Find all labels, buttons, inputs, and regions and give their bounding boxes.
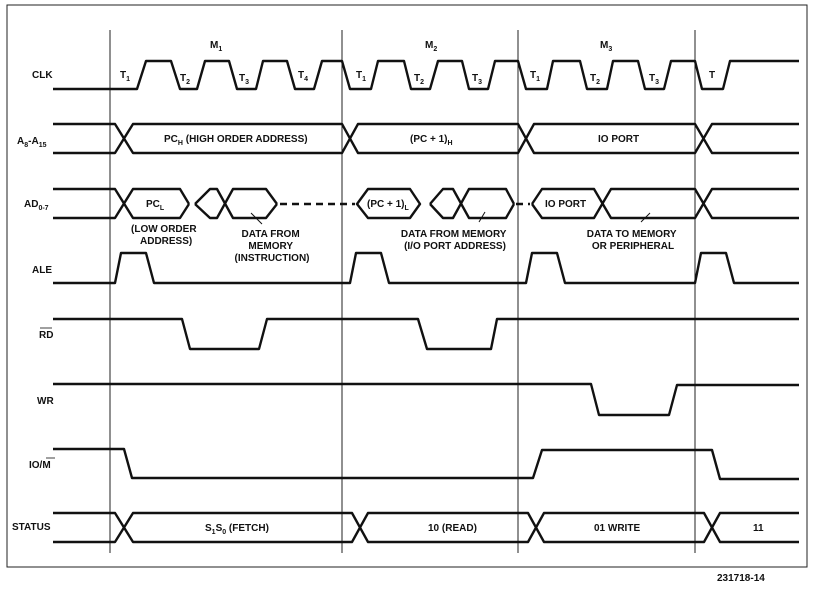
status-value-read: 10 (READ) — [428, 523, 477, 534]
annotation-pointer — [478, 211, 486, 223]
signal-label-status: STATUS — [12, 522, 51, 533]
ad-seg — [53, 187, 191, 220]
status-bus-bottom — [53, 511, 799, 544]
ale-waveform — [53, 251, 799, 285]
ad-seg — [53, 187, 191, 220]
ad-seg — [194, 187, 278, 220]
t-state-label: T1 — [530, 70, 540, 83]
machine-cycle-label-m3: M3 — [600, 40, 612, 53]
status-value-fetch: S1S0 (FETCH) — [205, 523, 269, 536]
t-state-label: T3 — [472, 73, 482, 86]
addr-high-bus-bottom — [53, 122, 799, 155]
t-state-label: T1 — [120, 70, 130, 83]
diagram-frame — [6, 4, 808, 568]
signal-label-wr: WR — [37, 396, 54, 407]
io-m-waveform — [53, 447, 799, 481]
status-bus-top — [53, 511, 799, 544]
addr-high-bus — [53, 122, 799, 155]
ad-seg — [429, 187, 516, 220]
annotation-pointer — [250, 212, 263, 225]
t-state-label: T2 — [180, 73, 190, 86]
addr-high-value-m3: IO PORT — [598, 134, 639, 145]
addr-data-bus — [53, 187, 799, 225]
t-state-label: T4 — [298, 70, 308, 83]
io-m-text: IO/M — [29, 460, 51, 471]
annotation-low-order-address: (LOW ORDER ADDRESS) — [131, 224, 199, 247]
annotation-data-from-memory-instruction: DATA FROM MEMORY (INSTRUCTION) — [235, 229, 310, 264]
addr-data-value-m1: PCL — [146, 199, 165, 212]
rd-text: RD — [39, 330, 53, 341]
status-value-halt: 11 — [753, 523, 764, 534]
machine-cycle-label-m1: M1 — [210, 40, 222, 53]
status-value-write: 01 WRITE — [594, 523, 640, 534]
figure-id: 231718-14 — [717, 573, 765, 584]
ad-seg — [194, 187, 278, 220]
ad-seg — [429, 187, 516, 220]
ad-seg — [355, 187, 422, 220]
ad-seg — [531, 187, 799, 220]
addr-data-value-m2: (PC + 1)L — [367, 199, 410, 212]
t-state-label: T — [709, 70, 715, 81]
annotation-pointer — [640, 212, 651, 223]
addr-high-value-m2: (PC + 1)H — [410, 134, 453, 147]
signal-label-addr-high: A8-A15 — [17, 136, 47, 149]
machine-cycle-label-m2: M2 — [425, 40, 437, 53]
annotation-data-from-memory-io: DATA FROM MEMORY (I/O PORT ADDRESS) — [401, 229, 509, 252]
rd-waveform — [53, 317, 799, 351]
signal-label-clk: CLK — [32, 70, 53, 81]
t-state-label: T2 — [590, 73, 600, 86]
signal-label-ale: ALE — [32, 265, 52, 276]
signal-label-io-m: IO/M — [29, 457, 55, 471]
addr-data-value-m3: IO PORT — [545, 199, 586, 210]
wr-waveform — [53, 382, 799, 417]
cycle-boundaries — [109, 30, 696, 553]
signal-label-addr-data: AD0-7 — [24, 199, 49, 212]
status-bus — [53, 511, 799, 544]
t-state-label: T3 — [239, 73, 249, 86]
ad-seg — [531, 187, 799, 220]
annotation-data-to-memory: DATA TO MEMORY OR PERIPHERAL — [587, 229, 679, 252]
addr-high-value-m1: PCH (HIGH ORDER ADDRESS) — [164, 134, 308, 147]
t-state-label: T3 — [649, 73, 659, 86]
t-state-label: T2 — [414, 73, 424, 86]
signal-label-rd: RD — [39, 327, 53, 341]
clk-waveform — [53, 59, 799, 91]
t-state-label: T1 — [356, 70, 366, 83]
